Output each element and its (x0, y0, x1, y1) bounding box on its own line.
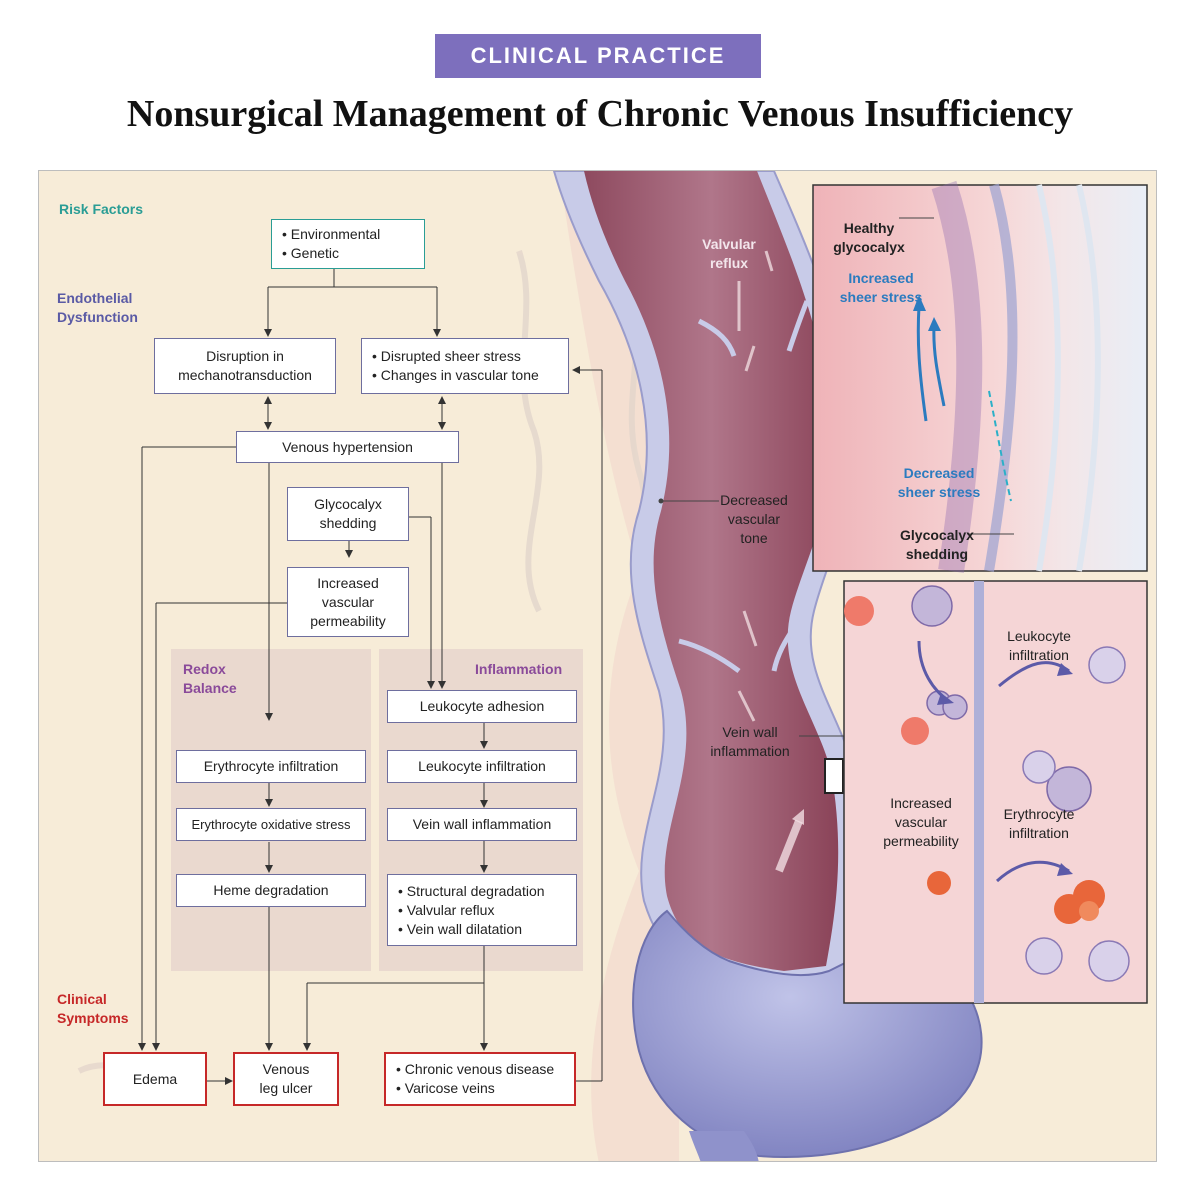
label-erythrocyte-infiltration: Erythrocyte infiltration (1003, 806, 1075, 841)
venous-hypertension-box: Venous hypertension (236, 431, 459, 463)
glycocalyx-shedding-box: Glycocalyx shedding (287, 487, 409, 541)
vascular-permeability-box: Increased vascular permeability (287, 567, 409, 637)
label-decreased-vascular-tone: Decreased vascular tone (720, 492, 788, 546)
label-clinical-symptoms: Clinical Symptoms (57, 991, 129, 1026)
inset-bottom (843, 580, 1148, 1004)
inset-top (812, 180, 1148, 573)
edema-box: Edema (103, 1052, 207, 1106)
label-increased-sheer-stress: Increased sheer stress (839, 270, 923, 305)
label-leukocyte-infiltration: Leukocyte infiltration (1007, 628, 1071, 663)
label-inflammation: Inflammation (475, 661, 563, 677)
label-redox-balance: Redox Balance (183, 661, 237, 696)
flowchart-arrowheads (138, 329, 580, 1085)
label-endothelial-dysfunction: Endothelial Dysfunction (57, 290, 138, 325)
heme-degradation-box: Heme degradation (176, 874, 366, 907)
oxidative-stress-box: Erythrocyte oxidative stress (176, 808, 366, 841)
label-healthy-glycocalyx: Healthy glycocalyx (833, 220, 905, 255)
structural-degradation-box: • Structural degradation • Valvular refl… (387, 874, 577, 946)
vein-illustration (552, 171, 983, 1161)
label-risk-factors: Risk Factors (59, 201, 144, 217)
label-glycocalyx-shedding: Glycocalyx shedding (900, 527, 974, 562)
vein-wall-inflammation-box: Vein wall inflammation (387, 808, 577, 841)
erythrocyte-infiltration-box: Erythrocyte infiltration (176, 750, 366, 783)
sheer-stress-box: • Disrupted sheer stress • Changes in va… (361, 338, 569, 394)
label-valvular-reflux: Valvular reflux (702, 236, 756, 271)
leukocyte-adhesion-box: Leukocyte adhesion (387, 690, 577, 723)
leukocyte-infiltration-box: Leukocyte infiltration (387, 750, 577, 783)
flowchart-arrows (141, 268, 603, 1082)
risk-factors-box: • Environmental • Genetic (271, 219, 425, 269)
section-banner: CLINICAL PRACTICE (435, 34, 761, 78)
label-vein-wall-inflammation: Vein wall inflammation (710, 724, 790, 759)
chronic-venous-disease-box: • Chronic venous disease • Varicose vein… (384, 1052, 576, 1106)
mechanotransduction-box: Disruption in mechanotransduction (154, 338, 336, 394)
page-title: Nonsurgical Management of Chronic Venous… (126, 93, 1074, 135)
illustration-frame: Risk Factors Endothelial Dysfunction Red… (38, 170, 1157, 1162)
label-decreased-sheer-stress: Decreased sheer stress (897, 465, 981, 500)
venous-leg-ulcer-box: Venous leg ulcer (233, 1052, 339, 1106)
label-increased-vascular-permeability: Increased vascular permeability (883, 795, 959, 849)
